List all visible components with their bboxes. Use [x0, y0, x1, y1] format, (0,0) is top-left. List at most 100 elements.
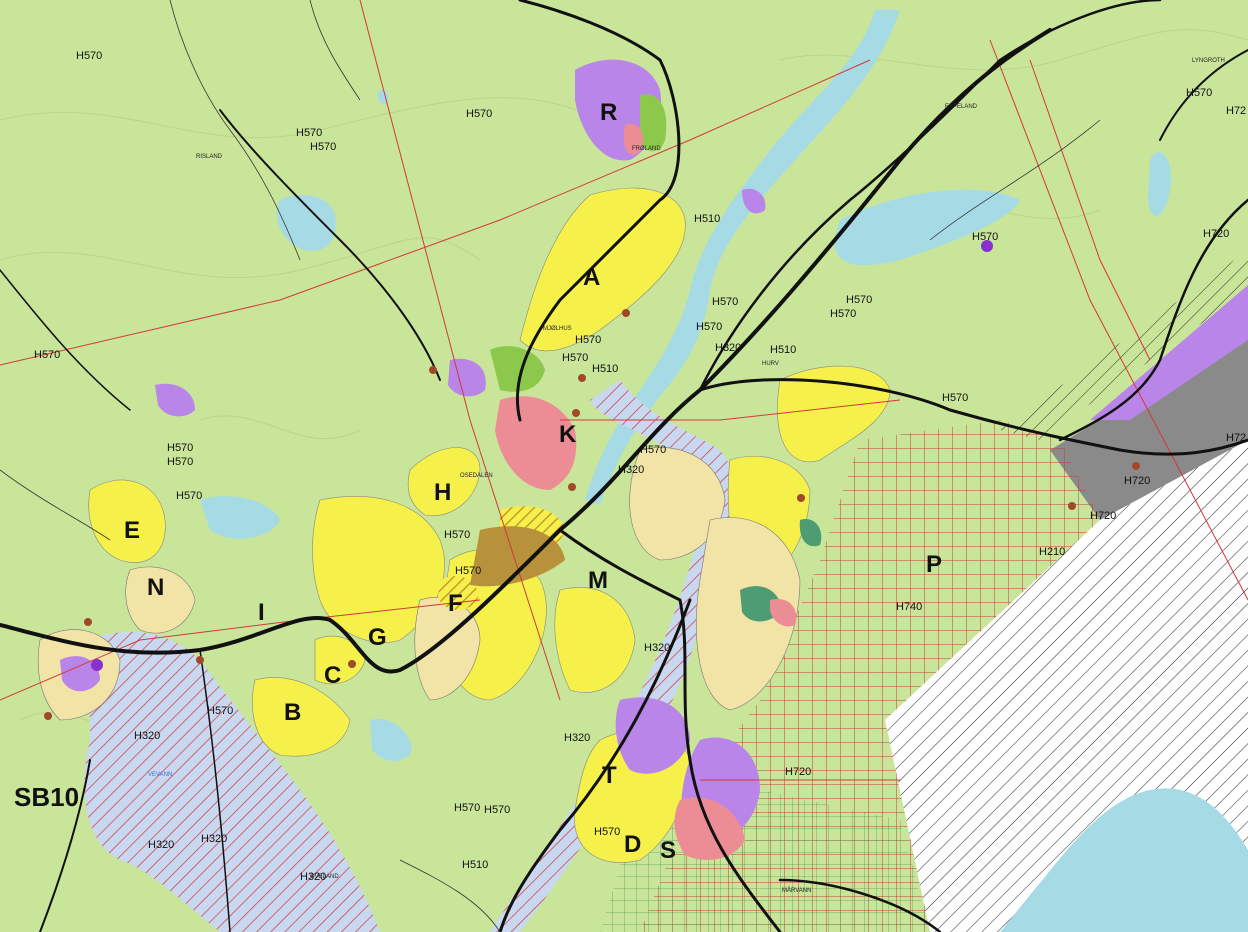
zone-east-area	[777, 365, 891, 463]
code-label: H320	[300, 871, 326, 883]
code-label: H510	[694, 213, 720, 225]
code-label: H570	[454, 802, 480, 814]
code-label: H570	[167, 456, 193, 468]
code-label: H570	[167, 442, 193, 454]
code-label: H570	[594, 826, 620, 838]
zone-e-label[interactable]: E	[124, 517, 140, 544]
code-label: H570	[310, 141, 336, 153]
code-label: H320	[715, 342, 741, 354]
code-label: H720	[1090, 510, 1116, 522]
place-name: MJØLHUS	[543, 326, 572, 332]
code-label: H570	[942, 392, 968, 404]
zone-g-area	[312, 496, 445, 643]
zone-a-area	[519, 187, 686, 352]
place-name: HURV	[762, 361, 779, 367]
zone-t-label[interactable]: T	[602, 762, 617, 789]
zone-p-label[interactable]: P	[926, 551, 942, 578]
code-label: H720	[1203, 228, 1229, 240]
code-label: H320	[201, 833, 227, 845]
zone-r-green	[640, 94, 667, 152]
code-label: H570	[484, 804, 510, 816]
place-name: OVELAND	[310, 874, 339, 880]
code-label: H570	[830, 308, 856, 320]
dark-green-zone-2	[799, 519, 822, 547]
code-label: H72	[1226, 432, 1246, 444]
lake-3	[1148, 151, 1171, 217]
code-label: H570	[34, 349, 60, 361]
zone-a-label[interactable]: A	[583, 264, 600, 291]
zone-d-label[interactable]: D	[624, 831, 641, 858]
code-label: H740	[896, 601, 922, 613]
zone-g-label[interactable]: G	[368, 624, 387, 651]
hatched-band	[1000, 250, 1248, 440]
lake-6	[377, 89, 389, 105]
code-label: H570	[972, 231, 998, 243]
grey-zone	[1050, 330, 1248, 520]
code-label: H320	[134, 730, 160, 742]
hatched-zone-h320	[84, 631, 380, 932]
zone-s-label[interactable]: S	[660, 837, 676, 864]
zone-sb10-label[interactable]: SB10	[14, 782, 79, 812]
code-label: H570	[296, 127, 322, 139]
point-markers	[44, 309, 1140, 720]
zone-i-label[interactable]: I	[258, 599, 265, 626]
code-label: H570	[176, 490, 202, 502]
place-name: LYNGROTH	[1192, 58, 1225, 64]
place-name: RISLAND	[196, 154, 223, 160]
purple-marker	[981, 240, 993, 252]
pink-zone-east	[770, 599, 797, 627]
zone-c-area	[314, 635, 366, 685]
zone-c-label[interactable]: C	[324, 662, 341, 689]
code-label: H510	[462, 859, 488, 871]
zone-k-label[interactable]: K	[559, 421, 577, 448]
small-purple	[155, 383, 195, 417]
zone-k-pink	[495, 396, 577, 490]
zone-r-label[interactable]: R	[600, 99, 617, 126]
code-label: H320	[148, 839, 174, 851]
zone-f-label[interactable]: F	[448, 590, 463, 617]
code-label: H720	[1124, 475, 1150, 487]
code-label: H570	[696, 321, 722, 333]
code-label: H320	[618, 464, 644, 476]
purple-north	[742, 188, 766, 214]
purple-west	[60, 656, 100, 692]
zone-m-label[interactable]: M	[588, 567, 608, 594]
code-label: H570	[466, 108, 492, 120]
zone-k-purple	[448, 358, 486, 397]
boundaries	[0, 0, 1101, 932]
code-label: H570	[1186, 87, 1212, 99]
power-lines	[0, 0, 1248, 781]
zone-r-pink	[623, 124, 644, 155]
code-label: H510	[592, 363, 618, 375]
place-name: OSEDALEN	[460, 473, 493, 479]
code-label: H210	[1039, 546, 1065, 558]
code-label: H320	[644, 642, 670, 654]
purple-marker-west	[91, 659, 103, 671]
code-label: H570	[455, 565, 481, 577]
code-label: H570	[846, 294, 872, 306]
zone-n-label[interactable]: N	[147, 574, 164, 601]
zone-e-area	[88, 479, 166, 563]
code-label: H570	[562, 352, 588, 364]
zone-h-label[interactable]: H	[434, 479, 451, 506]
code-label: H570	[76, 50, 102, 62]
code-label: H320	[564, 732, 590, 744]
river	[585, 10, 900, 505]
code-label: H510	[770, 344, 796, 356]
lake-5	[370, 719, 412, 762]
code-label: H570	[444, 529, 470, 541]
zone-h-area	[407, 447, 481, 517]
place-name: MÅRVANN	[782, 887, 811, 894]
zone-t-purple	[615, 697, 690, 774]
code-label: H570	[575, 334, 601, 346]
place-name: ESPELAND	[945, 104, 978, 110]
zone-b-label[interactable]: B	[284, 699, 301, 726]
place-name: FRØLAND	[632, 146, 661, 152]
place-name: VEVANN	[148, 772, 172, 778]
code-label: H72	[1226, 105, 1246, 117]
zone-b-area	[252, 677, 351, 757]
code-label: H570	[640, 444, 666, 456]
